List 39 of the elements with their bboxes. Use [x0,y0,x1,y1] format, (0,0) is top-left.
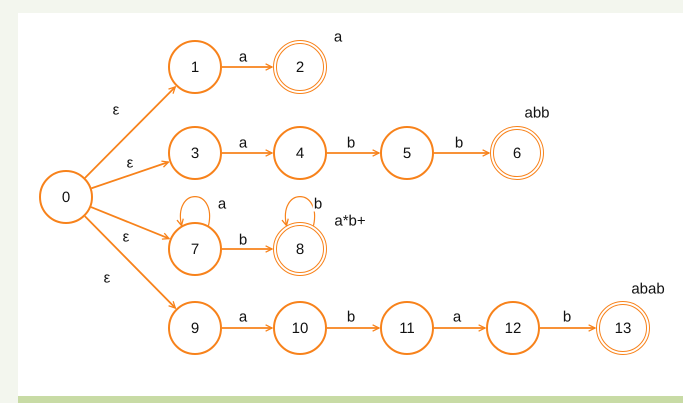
edge-label: b [238,232,248,248]
state-number: 10 [292,320,308,336]
state-number: 2 [296,58,304,76]
arrow [222,149,273,157]
state-number: 8 [296,240,304,258]
state-number: 7 [190,240,200,258]
arrow [222,245,273,253]
self-loop-arrow [176,196,210,226]
edge-label: b [346,310,356,324]
arrow [222,63,273,71]
pattern-label: abab [631,282,665,296]
arrow [84,216,176,309]
self-loop-arrow [282,196,316,226]
edge-label: b [454,136,464,150]
edge-label: b [346,136,356,150]
arrow [90,206,170,240]
state-number: 6 [512,144,522,162]
pattern-label: a [334,30,342,44]
state-number: 12 [504,320,522,336]
state-number: 11 [399,320,415,336]
edge-label: b [312,196,324,212]
state-number: 9 [190,320,200,336]
state-number: 0 [62,188,70,206]
state-number: 4 [296,144,304,162]
arrow [84,86,176,178]
arrow [434,149,490,157]
arrow [434,324,486,332]
arrow [91,160,170,190]
state-number: 3 [190,144,200,162]
pattern-label: a*b+ [334,214,366,228]
pattern-label: abb [524,106,550,120]
state-number: 13 [614,320,632,336]
arrow [327,149,380,157]
arrow [327,324,380,332]
arrow [222,324,273,332]
state-number: 5 [402,144,412,162]
state-number: 1 [190,58,200,76]
arrow [540,324,596,332]
edge-label: b [562,310,572,324]
